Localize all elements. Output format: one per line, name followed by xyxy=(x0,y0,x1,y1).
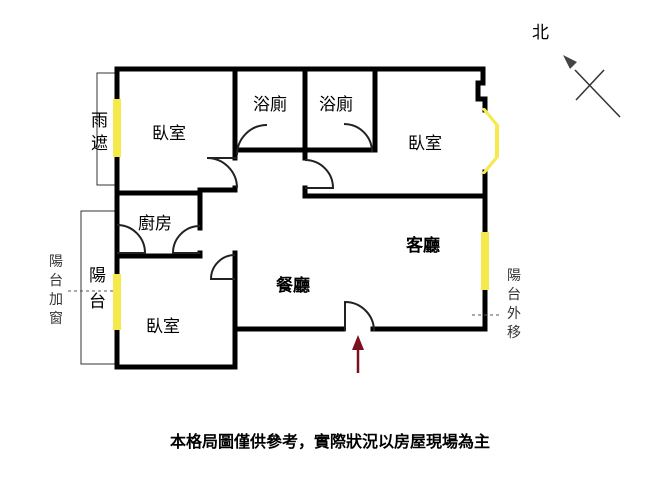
living-label: 客廳 xyxy=(405,235,440,256)
doors xyxy=(116,123,375,332)
note-balcony-window-left: 陽 台 加 窗 xyxy=(49,254,63,327)
svg-text:台: 台 xyxy=(49,273,63,289)
windows xyxy=(113,99,499,330)
disclaimer-text: 本格局圖僅供參考，實際狀況以房屋現場為主 xyxy=(170,432,490,451)
window-rain-shelter xyxy=(113,99,121,157)
svg-text:陽: 陽 xyxy=(49,254,63,270)
bedroom-ne-label: 臥室 xyxy=(408,134,442,154)
entrance-arrow xyxy=(352,335,364,373)
rain-shelter-label-1: 雨 xyxy=(91,111,108,131)
compass-north-label: 北 xyxy=(532,23,549,43)
exterior-outlines xyxy=(80,72,117,365)
rain-shelter-label-2: 遮 xyxy=(91,134,108,154)
kitchen-label: 廚房 xyxy=(138,213,172,234)
compass xyxy=(563,55,621,118)
dining-label: 餐廳 xyxy=(276,275,310,296)
svg-text:陽: 陽 xyxy=(507,268,521,284)
window-bay-ne xyxy=(481,108,499,174)
balcony-label-1: 陽 xyxy=(89,266,106,286)
note-balcony-moved-right: 陽 台 外 移 xyxy=(507,268,521,341)
note-leaders xyxy=(68,290,500,316)
svg-text:台: 台 xyxy=(507,287,521,303)
svg-text:移: 移 xyxy=(507,325,521,341)
bedroom-sw-label: 臥室 xyxy=(146,317,180,337)
svg-text:窗: 窗 xyxy=(49,310,63,327)
svg-text:外: 外 xyxy=(507,306,521,322)
svg-text:加: 加 xyxy=(49,292,63,308)
bathroom-1-label: 浴廁 xyxy=(253,94,287,115)
window-living xyxy=(481,232,489,290)
balcony-label-2: 台 xyxy=(89,292,106,312)
window-balcony xyxy=(113,274,121,330)
bathroom-2-label: 浴廁 xyxy=(319,94,353,115)
bedroom-nw-label: 臥室 xyxy=(152,124,186,144)
